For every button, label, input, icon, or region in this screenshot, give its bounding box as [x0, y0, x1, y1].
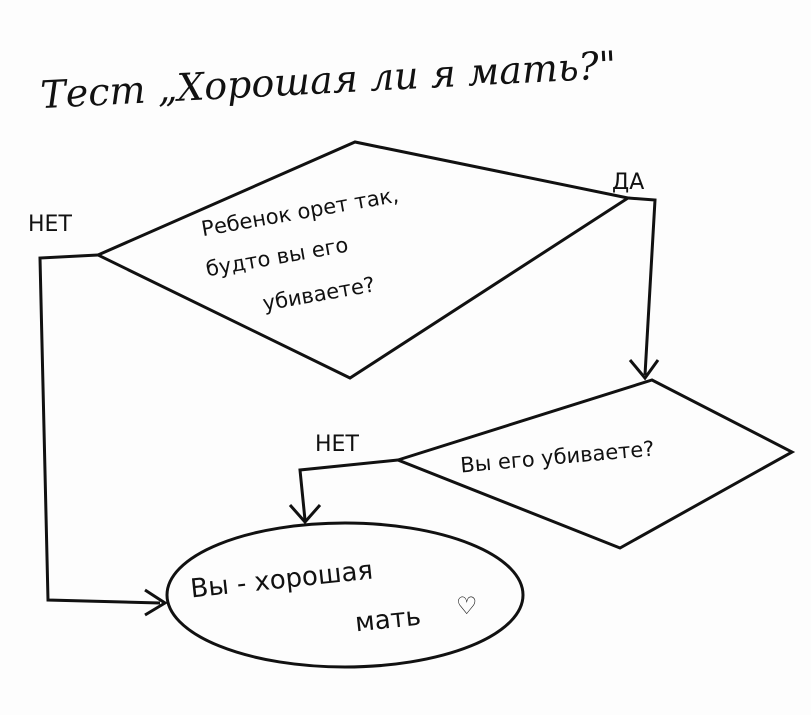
heart-icon: ♡ — [456, 592, 478, 620]
label-no-1: НЕТ — [28, 212, 72, 237]
decision-diamond-2 — [393, 378, 796, 550]
arrow-no-2 — [298, 458, 399, 521]
arrow-no-1 — [38, 253, 161, 605]
arrowhead-3 — [288, 504, 322, 525]
label-yes: ДА — [612, 170, 645, 195]
decision-diamond-1 — [94, 140, 632, 380]
arrowhead-2 — [628, 359, 660, 381]
result-ellipse — [165, 521, 525, 669]
arrowhead-1 — [144, 588, 168, 617]
label-no-2: НЕТ — [315, 432, 359, 457]
arrow-yes — [627, 196, 657, 376]
